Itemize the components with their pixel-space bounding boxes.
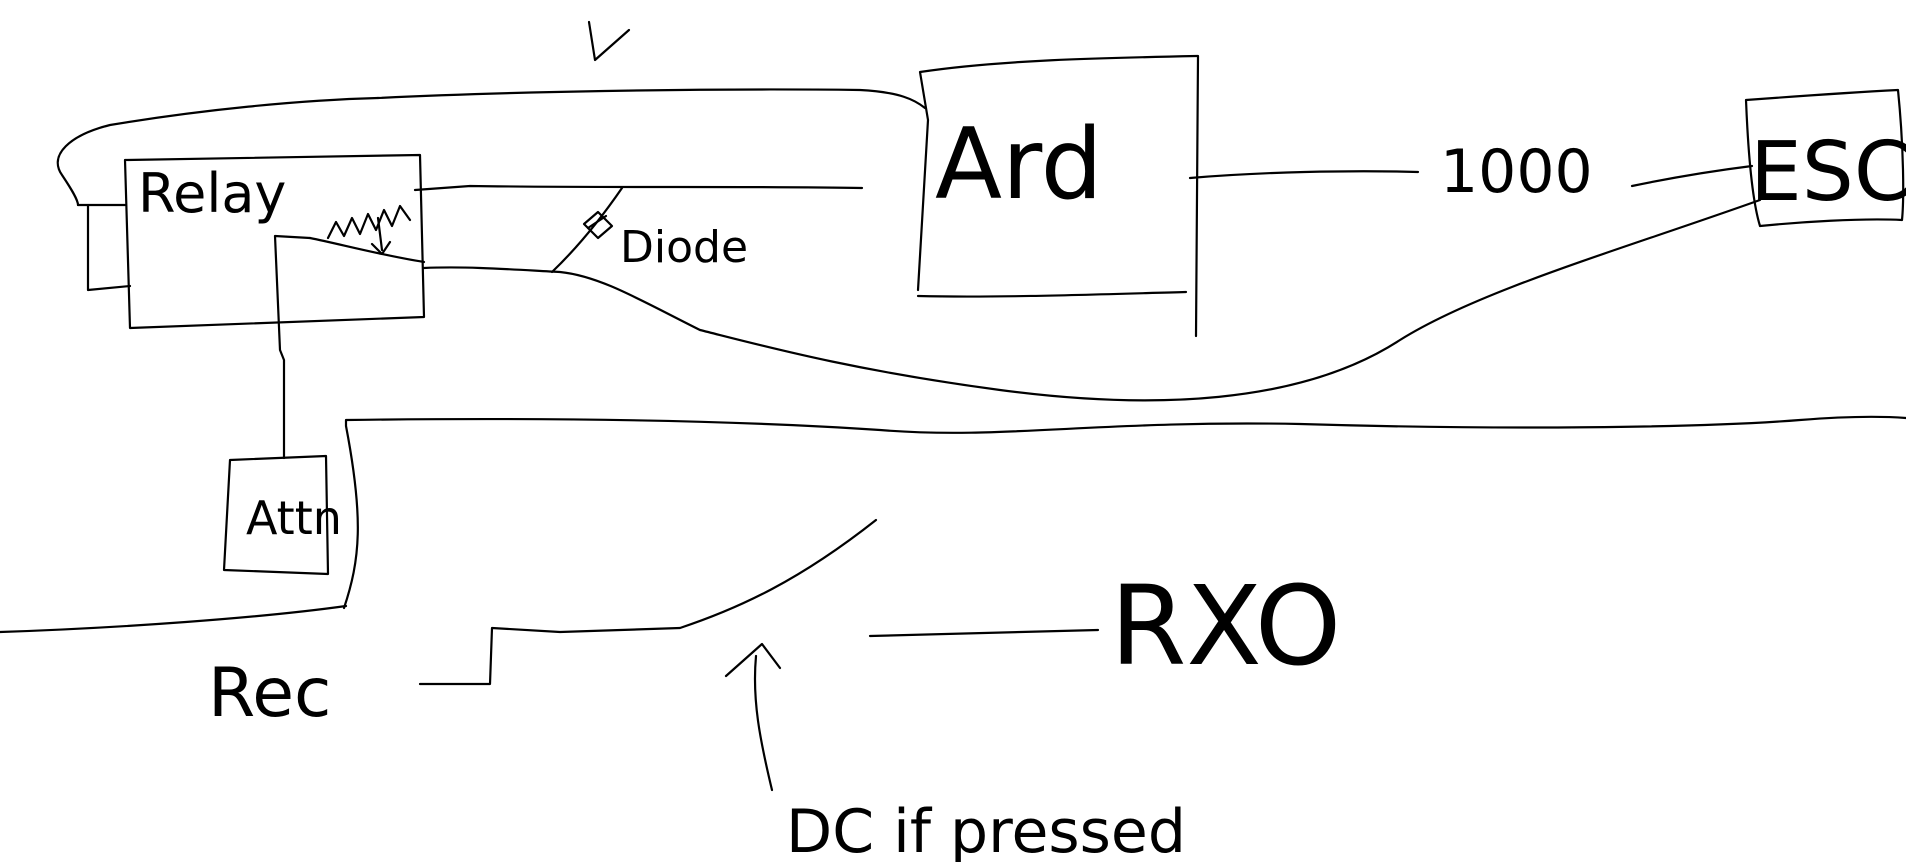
down-arrow-icon bbox=[587, 20, 631, 62]
value-1000-label: 1000 bbox=[1440, 137, 1593, 207]
relay-label: Relay bbox=[138, 162, 286, 225]
attn-box: Attn bbox=[222, 454, 342, 576]
up-arrow-icon bbox=[724, 642, 782, 792]
rxo-label: RXO bbox=[1110, 562, 1341, 690]
relay-to-ard-wire bbox=[413, 184, 864, 192]
relay-to-attn-wire bbox=[273, 234, 312, 460]
left-loop-wire bbox=[56, 96, 380, 207]
relay-output-wire bbox=[422, 198, 1762, 402]
relay-box: Relay bbox=[123, 153, 426, 330]
diode-symbol-icon bbox=[582, 210, 614, 240]
ard-to-1000-wire bbox=[1188, 170, 1420, 180]
rec-label: Rec bbox=[208, 654, 331, 733]
diode-label: Diode bbox=[620, 222, 748, 273]
esc-box: ESC bbox=[1744, 88, 1906, 228]
zigzag-coil-icon bbox=[326, 204, 412, 240]
esc-label: ESC bbox=[1750, 125, 1906, 220]
1000-to-esc-wire bbox=[1630, 164, 1754, 188]
top-wire bbox=[376, 88, 927, 110]
relay-left-connector bbox=[76, 203, 132, 292]
ard-box: Ard bbox=[916, 54, 1200, 338]
diode-branch-wire bbox=[550, 186, 624, 274]
switch-to-rxo-wire bbox=[868, 628, 1100, 638]
ard-label: Ard bbox=[935, 108, 1103, 222]
rec-step-wire bbox=[418, 518, 878, 686]
lower-rail-wire bbox=[0, 604, 348, 634]
lower-loop-wire bbox=[342, 415, 1906, 610]
dc-if-pressed-label: DC if pressed bbox=[786, 797, 1186, 862]
attn-label: Attn bbox=[246, 491, 342, 545]
